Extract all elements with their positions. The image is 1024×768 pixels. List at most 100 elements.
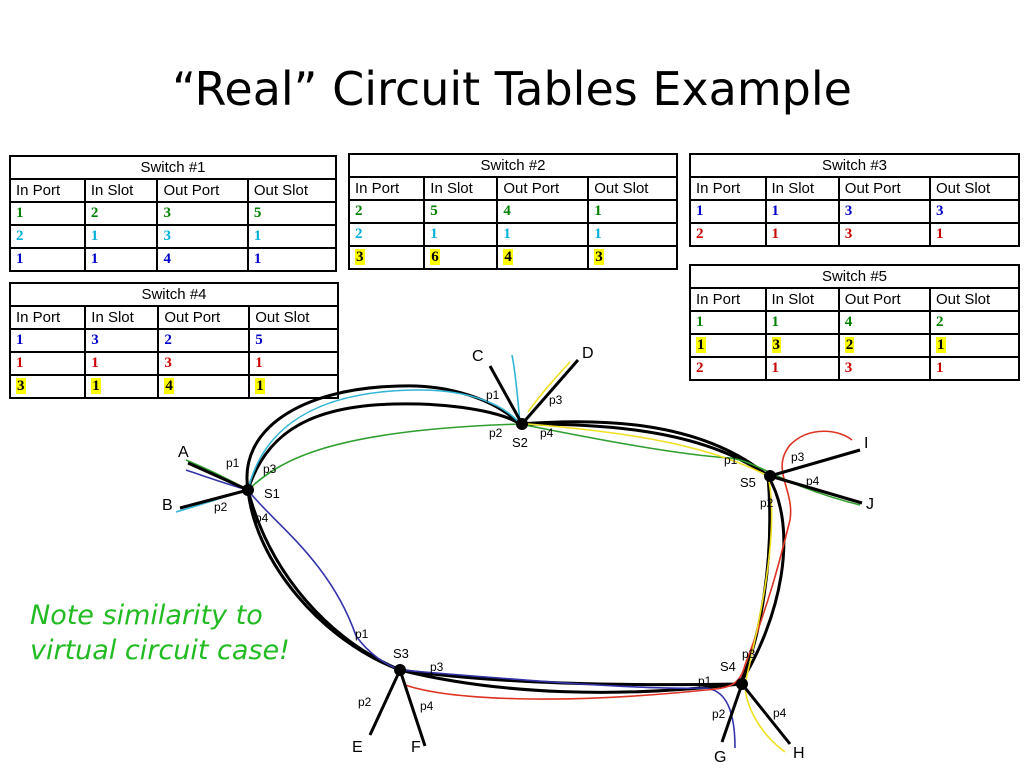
- port-label: p3: [742, 647, 756, 661]
- table-cell: 3: [771, 337, 782, 353]
- host-label-j: J: [866, 496, 874, 513]
- table-cell: 3: [936, 203, 944, 219]
- switch3-table: Switch #3 In Port In Slot Out Port Out S…: [689, 153, 1020, 247]
- port-label: p4: [773, 706, 787, 720]
- table-cell: 2: [90, 205, 99, 221]
- table-cell: 3: [844, 226, 853, 242]
- table-row: 3 6 4 3: [347, 245, 678, 270]
- port-label: p1: [226, 456, 240, 470]
- host-label-i: I: [864, 435, 868, 452]
- table-cell: 1: [936, 226, 944, 242]
- table-cell: 1: [771, 360, 780, 376]
- table-cell: 1: [253, 228, 262, 244]
- table-cell: 6: [430, 249, 440, 265]
- switch5-title: Switch #5: [689, 264, 1020, 289]
- col-out-port: Out Port: [837, 287, 932, 312]
- switch2-title: Switch #2: [348, 153, 678, 178]
- host-label-h: H: [793, 745, 805, 762]
- table-cell: 4: [164, 378, 174, 394]
- table-row: 1 1 3 1: [8, 351, 339, 376]
- switch-label-s5: S5: [740, 475, 756, 490]
- switch3-title: Switch #3: [689, 153, 1020, 178]
- table-row: 1 1 4 2: [689, 310, 1020, 335]
- host-link: [769, 474, 863, 505]
- table-cell: 2: [16, 228, 24, 244]
- circuit-red: [404, 430, 853, 700]
- switch4-title: Switch #4: [9, 282, 339, 307]
- host-link: [398, 669, 427, 747]
- switch5-table: Switch #5 In Port In Slot Out Port Out S…: [689, 264, 1020, 381]
- table-cell: 3: [844, 203, 853, 219]
- table-cell: 3: [594, 249, 604, 265]
- port-label: p4: [420, 699, 434, 713]
- host-link: [488, 365, 524, 425]
- port-label: p4: [255, 511, 269, 525]
- table-row: 2 1 3 1: [9, 224, 338, 249]
- table-row: 1 1 3 3: [689, 199, 1020, 224]
- switch-label-s1: S1: [264, 486, 280, 501]
- table-row: 3 1 4 1: [8, 374, 339, 399]
- table-cell: 4: [503, 203, 511, 219]
- table-cell: 1: [90, 228, 99, 244]
- host-link: [740, 683, 792, 745]
- col-out-port: Out Port: [837, 176, 932, 201]
- host-link: [520, 359, 580, 425]
- host-link: [179, 488, 249, 510]
- col-in-slot: In Slot: [764, 287, 840, 312]
- switch-label-s3: S3: [393, 646, 409, 661]
- col-out-slot: Out Slot: [929, 176, 1020, 201]
- table-cell: 1: [253, 251, 262, 267]
- slide-title: “Real” Circuit Tables Example: [172, 62, 852, 116]
- table-cell: 1: [771, 226, 780, 242]
- table-cell: 3: [16, 378, 26, 394]
- table-cell: 3: [163, 228, 171, 244]
- table-cell: 1: [16, 332, 24, 348]
- col-in-port: In Port: [347, 176, 426, 201]
- note-text: Note similarity to virtual circuit case!: [30, 600, 290, 666]
- table-row: 2 1 3 1: [689, 356, 1020, 381]
- port-label: p4: [540, 426, 554, 440]
- table-cell: 4: [844, 314, 853, 330]
- table-cell: 5: [253, 205, 262, 221]
- ring-link-outer: [245, 384, 786, 694]
- col-in-port: In Port: [8, 305, 87, 330]
- col-out-slot: Out Slot: [246, 178, 338, 203]
- col-out-port: Out Port: [496, 176, 590, 201]
- port-label: p2: [712, 707, 726, 721]
- port-label: p3: [791, 450, 805, 464]
- host-link: [368, 669, 402, 736]
- host-label-e: E: [352, 739, 363, 756]
- table-cell: 1: [594, 203, 602, 219]
- table-cell: 1: [255, 378, 265, 394]
- col-in-slot: In Slot: [764, 176, 840, 201]
- switch-label-s2: S2: [512, 435, 528, 450]
- table-cell: 3: [163, 205, 171, 221]
- col-out-slot: Out Slot: [587, 176, 678, 201]
- host-link: [769, 448, 861, 478]
- table-cell: 1: [696, 203, 704, 219]
- port-label: p1: [698, 674, 712, 688]
- port-label: p2: [489, 426, 503, 440]
- table-cell: 2: [936, 314, 944, 330]
- port-label: p2: [358, 695, 372, 709]
- table-cell: 1: [594, 226, 602, 242]
- table-cell: 5: [430, 203, 438, 219]
- port-label: p3: [430, 660, 444, 674]
- table-row: 1 2 3 5: [9, 201, 338, 226]
- table-cell: 1: [430, 226, 438, 242]
- table-cell: 4: [503, 249, 513, 265]
- port-label: p1: [724, 453, 738, 467]
- col-in-slot: In Slot: [423, 176, 499, 201]
- col-out-port: Out Port: [156, 178, 249, 203]
- col-in-port: In Port: [689, 287, 767, 312]
- table-cell: 1: [16, 355, 24, 371]
- table-row: 2 1 1 1: [347, 222, 678, 247]
- table-cell: 1: [16, 251, 24, 267]
- port-label: p2: [214, 500, 228, 514]
- circuit-yellow: [527, 361, 786, 753]
- table-cell: 1: [771, 314, 780, 330]
- table-cell: 2: [164, 332, 172, 348]
- table-cell: 1: [503, 226, 511, 242]
- table-cell: 2: [355, 226, 363, 242]
- table-row: 2 5 4 1: [347, 199, 678, 224]
